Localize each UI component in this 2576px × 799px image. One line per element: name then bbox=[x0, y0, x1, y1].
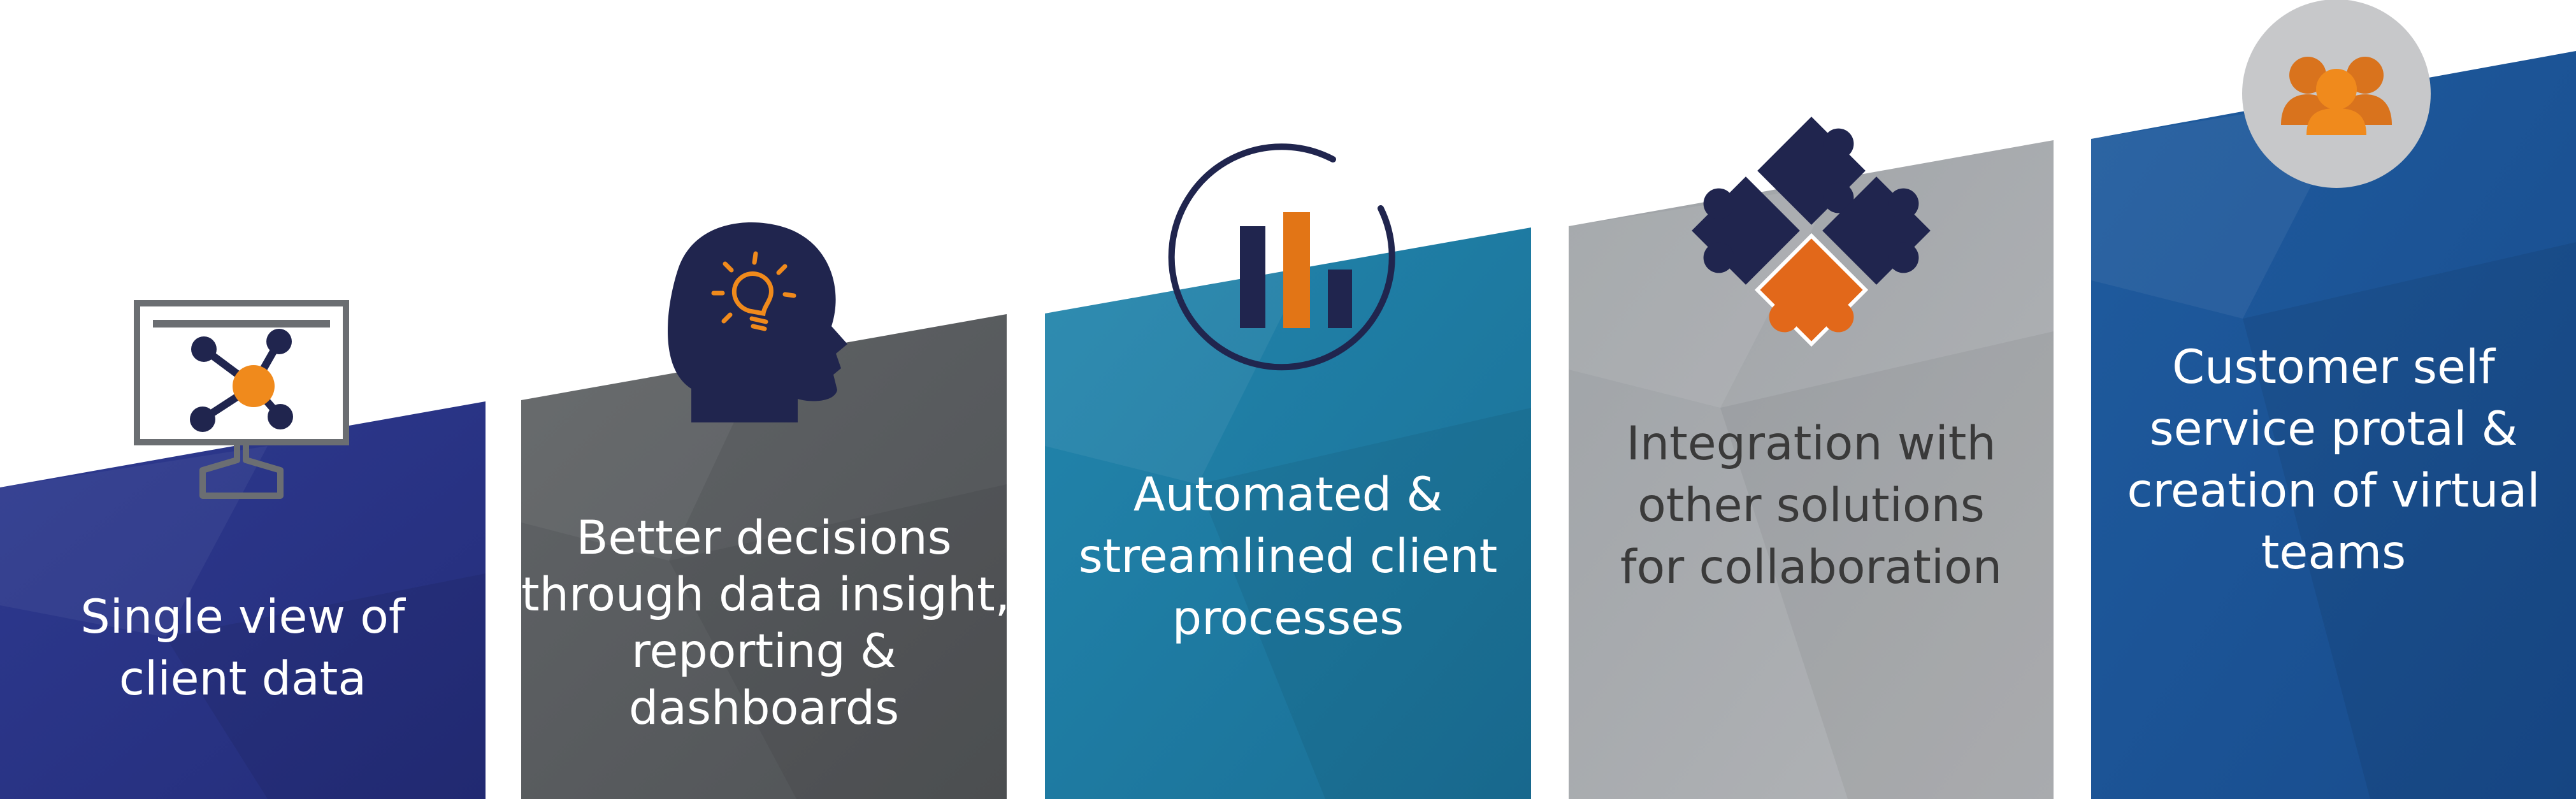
text-line: reporting & bbox=[631, 624, 896, 679]
panel-background bbox=[521, 314, 1007, 799]
text-line: teams bbox=[2261, 526, 2407, 580]
text-line: processes bbox=[1172, 591, 1404, 645]
panel-facet bbox=[669, 484, 1007, 799]
panel-single-view-text: Single view of client data bbox=[0, 586, 486, 710]
text-line: for collaboration bbox=[1620, 540, 2003, 594]
text-line: through data insight, bbox=[521, 568, 1010, 622]
bar-chart-circle-icon bbox=[1168, 143, 1395, 371]
text-line: service protal & bbox=[2149, 402, 2518, 456]
panel-facet bbox=[1720, 331, 2054, 799]
text-line: creation of virtual bbox=[2127, 464, 2540, 518]
panel-automated bbox=[1045, 227, 1531, 799]
people-group-icon bbox=[2242, 0, 2431, 188]
panel-background bbox=[2091, 51, 2576, 799]
text-line: Customer self bbox=[2172, 340, 2495, 394]
text-line: Integration with bbox=[1626, 417, 1996, 471]
text-line: Better decisions bbox=[576, 511, 952, 565]
text-line: Automated & bbox=[1133, 468, 1443, 522]
text-line: dashboards bbox=[628, 681, 900, 735]
text-line: streamlined client bbox=[1078, 529, 1498, 584]
panel-facet bbox=[166, 573, 486, 799]
text-line: Single view of bbox=[80, 590, 405, 644]
panel-better-decisions-text: Better decisions through data insight, r… bbox=[521, 510, 1010, 737]
panel-background bbox=[1569, 140, 2054, 799]
panel-background bbox=[1045, 227, 1531, 799]
text-line: other solutions bbox=[1637, 479, 1985, 533]
panel-automated-text: Automated & streamlined client processes bbox=[1045, 464, 1531, 649]
panel-integration-text: Integration with other solutions for col… bbox=[1569, 413, 2054, 598]
panel-self-service-text: Customer self service protal & creation … bbox=[2091, 336, 2576, 584]
panel-facet bbox=[1198, 408, 1531, 799]
panel-better-decisions bbox=[521, 314, 1007, 799]
panel-background bbox=[0, 401, 486, 799]
head-lightbulb-icon bbox=[667, 222, 847, 422]
text-line: client data bbox=[119, 652, 367, 706]
panel-integration bbox=[1569, 140, 2054, 799]
monitor-network-icon bbox=[134, 300, 349, 499]
panel-facet bbox=[2243, 242, 2576, 799]
